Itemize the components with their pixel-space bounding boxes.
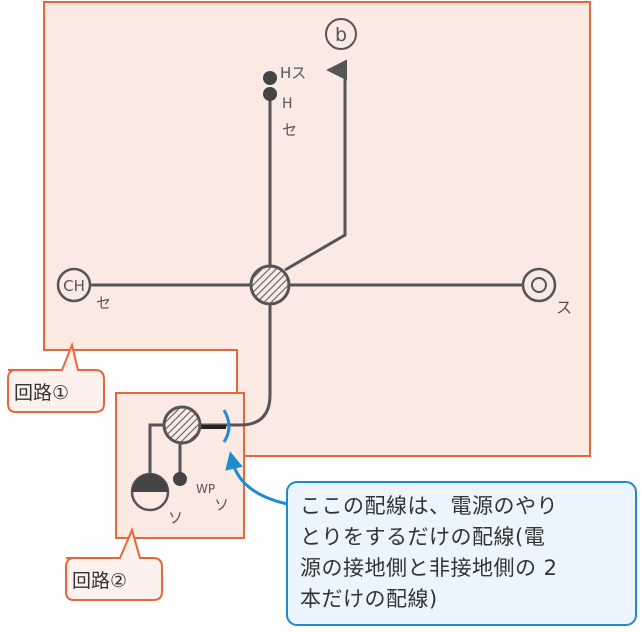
pendant-light-icon (130, 472, 170, 512)
circuit2-wires (148, 423, 182, 475)
ceiling-light-label: CH (63, 277, 85, 295)
switch-h-dot-1 (263, 71, 277, 85)
waterproof-label: WP (196, 482, 215, 496)
tag-circuit1-label: 回路① (14, 382, 70, 404)
switch-h-label-2: H (282, 96, 293, 112)
tag-circuit2-label: 回路② (72, 570, 128, 592)
tag-circuit1-bubble (7, 341, 105, 413)
switch-h-label-1: Hス (280, 64, 306, 82)
b-label-circle (325, 18, 357, 50)
switch-h-dot-2 (263, 87, 277, 101)
junction-box-1 (249, 264, 291, 306)
wires (90, 59, 523, 427)
ceiling-light-icon (56, 267, 92, 303)
waterproof-fixture-icon (173, 472, 187, 486)
ceiling-light-suffix: セ (96, 294, 111, 312)
switch-h-label-3: セ (282, 121, 297, 139)
callout-line-2: とりをするだけの配線(電 (300, 525, 546, 549)
callout-line-3: 源の接地側と非接地側の 2 (300, 556, 558, 580)
callout-arrow (225, 451, 293, 507)
wire-between-boxes (200, 305, 272, 427)
callout-box (286, 481, 637, 626)
outlet-light-suffix: ス (556, 298, 572, 317)
tag-circuit2-bubble (65, 527, 163, 601)
blue-highlight-bracket (222, 409, 231, 443)
junction-box-2 (162, 405, 202, 445)
callout-line-4: 本だけの配線) (300, 587, 438, 611)
pendant-suffix: ソ (168, 509, 183, 527)
callout-text: ここの配線は、電源のやり とりをするだけの配線(電 源の接地側と非接地側の 2 … (300, 491, 630, 615)
wire-to-b-arrow (284, 59, 348, 272)
callout-line-1: ここの配線は、電源のやり (300, 494, 558, 518)
circuit1-region (43, 1, 591, 457)
light-fixture-icon (521, 267, 557, 303)
b-label: b (335, 24, 347, 46)
waterproof-suffix: ソ (214, 496, 229, 514)
